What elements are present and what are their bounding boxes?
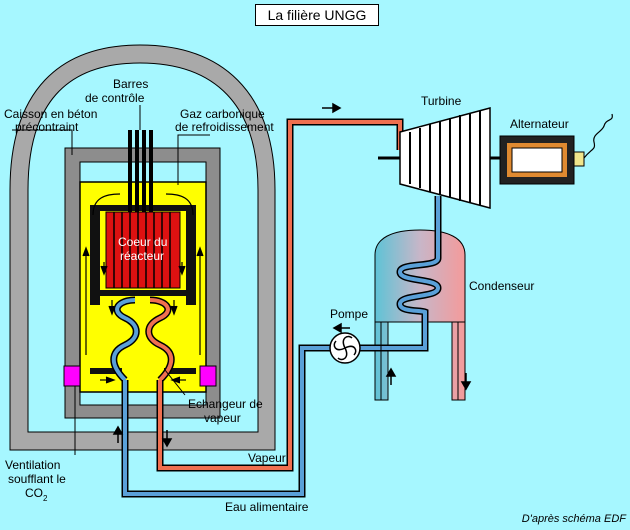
label-pompe: Pompe [330, 307, 368, 321]
gas-flow-arrows [82, 193, 204, 384]
label-gaz-2: de refroidissement [175, 120, 274, 134]
label-echangeur-1: Echangeur de [188, 397, 263, 411]
label-barres-1: Barres [113, 77, 148, 91]
label-caisson-1: Caisson en béton [4, 107, 97, 121]
label-alternateur: Alternateur [510, 117, 569, 131]
containment-dome [9, 44, 276, 451]
label-eau: Eau alimentaire [225, 500, 309, 514]
label-caisson-2: précontraint [15, 120, 79, 134]
co2-blower-left [63, 365, 81, 387]
page-title: La filière UNGG [255, 4, 379, 26]
label-coeur-2: réacteur [120, 249, 164, 263]
turbine [378, 107, 500, 209]
leader-lines [12, 105, 210, 455]
label-turbine: Turbine [421, 94, 462, 108]
co2-blower-right [199, 365, 217, 387]
pump [329, 332, 361, 364]
label-barres-2: de contrôle [85, 91, 145, 105]
label-co2-subscript: 2 [43, 494, 48, 503]
label-ventilation-1: Ventilation [5, 458, 60, 472]
label-gaz-1: Gaz carbonique [180, 107, 265, 121]
label-condenseur: Condenseur [469, 279, 534, 293]
label-ventilation-3: CO [25, 486, 43, 500]
control-rods [128, 130, 153, 212]
label-vapeur: Vapeur [248, 451, 286, 465]
flow-arrows [112, 102, 472, 448]
label-coeur-1: Coeur du [118, 235, 167, 249]
alternator [499, 113, 613, 185]
label-ventilation-2: soufflant le [8, 472, 66, 486]
source-credit: D'après schéma EDF [521, 513, 626, 525]
label-echangeur-2: vapeur [204, 411, 241, 425]
